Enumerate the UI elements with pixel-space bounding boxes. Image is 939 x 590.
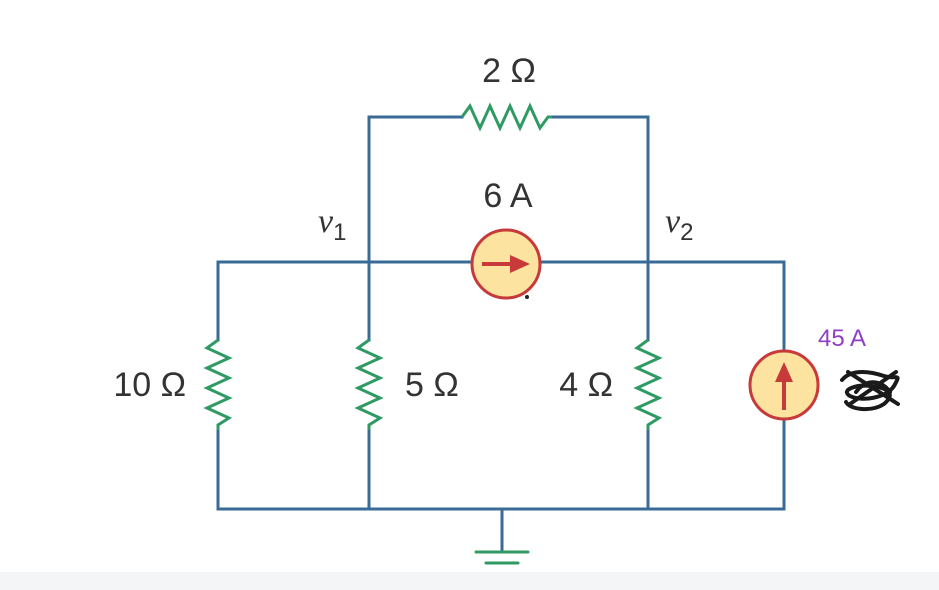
current-source-right xyxy=(748,349,820,421)
current-source-6a xyxy=(470,228,542,300)
scribble-out-mark xyxy=(840,370,900,411)
label-5-ohm: 5 Ω xyxy=(405,366,459,404)
wires xyxy=(216,115,786,554)
bottom-scroll-strip xyxy=(0,572,939,590)
label-45a-annotation: 45 A xyxy=(818,325,866,352)
label-6a: 6 A xyxy=(483,177,532,215)
resistor-2-ohm xyxy=(460,102,552,132)
node-v2-letter: v xyxy=(665,203,681,240)
top-loop-wire-right xyxy=(550,115,650,264)
label-4-ohm: 4 Ω xyxy=(559,366,613,404)
arrow-head-right xyxy=(510,255,530,273)
resistor-5-ohm xyxy=(354,338,384,430)
node-v1-subscript: 1 xyxy=(333,219,346,246)
label-2-ohm: 2 Ω xyxy=(482,52,536,90)
node-v1-letter: v xyxy=(318,203,334,240)
resistor-4-ohm xyxy=(633,338,663,430)
resistor-10-ohm xyxy=(203,338,233,430)
node-label-v2: v2 xyxy=(665,203,693,246)
stray-dot xyxy=(525,295,529,299)
arrow-head-up xyxy=(775,362,793,382)
node-v2-subscript: 2 xyxy=(680,219,693,246)
ground-symbol xyxy=(474,550,530,576)
resistors xyxy=(203,102,663,430)
label-10-ohm: 10 Ω xyxy=(113,366,186,404)
top-loop-wire xyxy=(367,115,464,264)
node-label-v1: v1 xyxy=(318,203,346,246)
